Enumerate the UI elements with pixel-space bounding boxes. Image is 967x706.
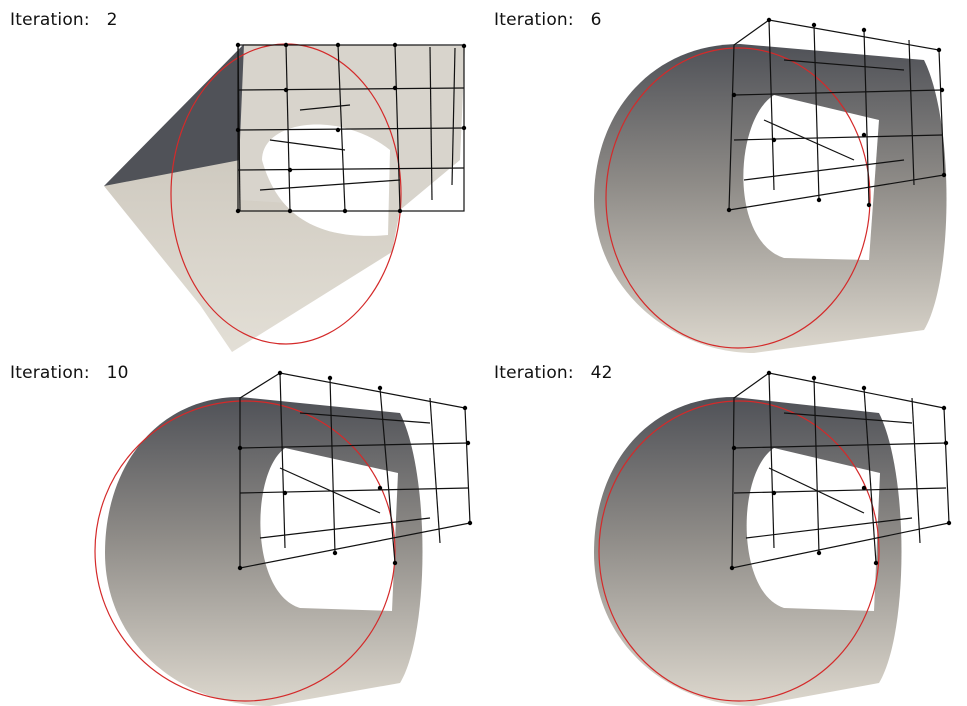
- iteration-label: Iteration: 42: [494, 363, 613, 383]
- iteration-label: Iteration: 10: [10, 363, 129, 383]
- iteration-6-render: [594, 17, 947, 353]
- control-mesh: [731, 372, 950, 569]
- opening-hole: [743, 95, 879, 260]
- iteration-2-render: [104, 42, 467, 352]
- mesh-nodes: [235, 42, 467, 214]
- panel-iteration-2: Iteration: 2: [0, 0, 483, 353]
- panel-iteration-42: Iteration: 42: [484, 353, 967, 706]
- iteration-label: Iteration: 2: [10, 10, 118, 30]
- target-circle: [598, 400, 880, 702]
- iteration-10-render: [94, 370, 473, 706]
- iteration-label: Iteration: 6: [494, 10, 602, 30]
- iteration-42-render: [594, 370, 952, 706]
- panel-iteration-6: Iteration: 6: [484, 0, 967, 353]
- control-mesh: [728, 19, 945, 211]
- control-mesh: [237, 44, 465, 212]
- target-circle: [605, 47, 871, 349]
- mesh-nodes: [729, 370, 952, 571]
- target-circle: [94, 400, 396, 702]
- mesh-nodes: [237, 370, 473, 571]
- control-mesh: [239, 372, 471, 569]
- mesh-nodes: [726, 17, 947, 213]
- opening-hole: [262, 124, 390, 236]
- panel-iteration-10: Iteration: 10: [0, 353, 483, 706]
